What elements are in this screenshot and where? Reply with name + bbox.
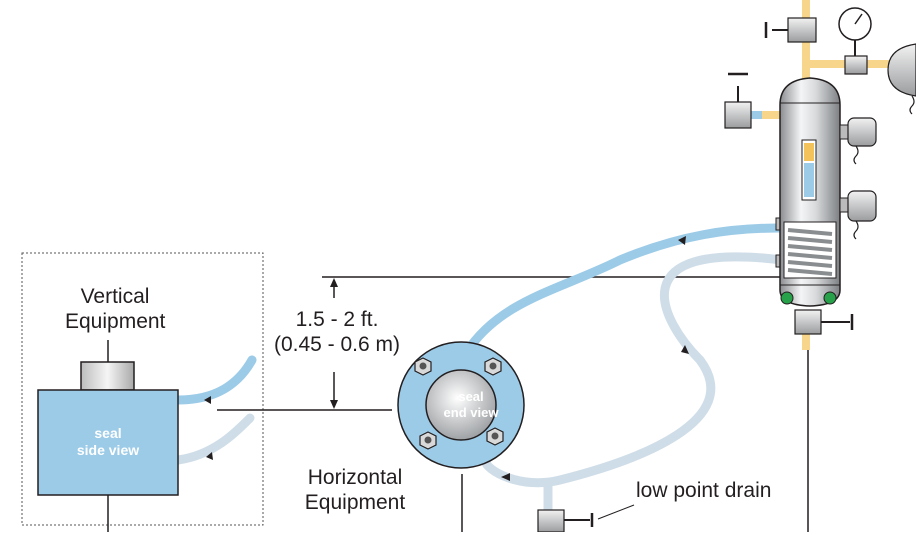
cooling-coil-icon: [783, 221, 837, 279]
seal-side-view-body: [37, 389, 179, 496]
horizontal-equipment-line2: Equipment: [304, 491, 406, 514]
horizontal-equipment-label: Horizontal Equipment: [290, 465, 420, 515]
flow-arrow-cold: [681, 345, 689, 354]
level-switch-icon: [839, 190, 877, 240]
seal-side-view-line2: side view: [76, 442, 140, 458]
dimension-arrowhead-down: [330, 400, 338, 409]
dimension-arrowhead-up: [330, 278, 338, 287]
seal-side-view-label: seal side view: [38, 425, 178, 459]
bottom-valve-icon: [794, 309, 854, 335]
pressure-switch-icon: [839, 117, 877, 165]
height-ft-text: 1.5 - 2 ft.: [295, 308, 379, 331]
cold-line-seal-side: [173, 413, 255, 465]
low-point-drain-label: low point drain: [636, 479, 772, 502]
level-gauge-icon: [801, 139, 817, 201]
bolt-icon: [486, 427, 504, 446]
status-light-icon: [823, 291, 837, 305]
hot-supply-line: [461, 223, 785, 358]
top-valve-icon: [764, 17, 817, 43]
vertical-equipment-label: Vertical Equipment: [65, 284, 165, 334]
status-light-icon: [780, 291, 794, 305]
drain-valve-icon: [537, 509, 594, 533]
accumulator-icon: [887, 43, 916, 115]
vertical-equipment-enclosure: [21, 252, 264, 526]
left-valve-icon: [724, 72, 752, 129]
flow-arrow-side-hot: [204, 396, 211, 404]
seal-pot-vessel: [775, 77, 841, 307]
hot-line-seal-side: [173, 355, 257, 405]
horizontal-equipment-line1: Horizontal: [307, 466, 403, 489]
bolt-icon: [419, 431, 437, 450]
height-m-text: (0.45 - 0.6 m): [273, 333, 401, 356]
flow-arrow-hot: [678, 236, 686, 245]
flow-arrow-return: [501, 473, 510, 481]
bolt-icon: [484, 357, 502, 376]
pressure-gauge-icon: [838, 7, 872, 75]
seal-gland-top: [80, 361, 135, 391]
seal-end-view-label: seal end view: [411, 389, 531, 421]
seal-side-view-line1: seal: [94, 425, 122, 441]
drain-leader-line: [597, 504, 635, 520]
vertical-equipment-line2: Equipment: [65, 310, 166, 333]
cold-return-line: [480, 252, 787, 488]
seal-end-view: [397, 341, 525, 469]
bolt-icon: [414, 357, 432, 376]
height-dimension-label: 1.5 - 2 ft. (0.45 - 0.6 m): [262, 307, 412, 357]
flow-arrow-side-cold: [206, 452, 213, 460]
seal-end-view-line2: end view: [443, 405, 499, 420]
seal-end-view-line1: seal: [458, 389, 484, 404]
vertical-equipment-line1: Vertical: [80, 285, 150, 308]
